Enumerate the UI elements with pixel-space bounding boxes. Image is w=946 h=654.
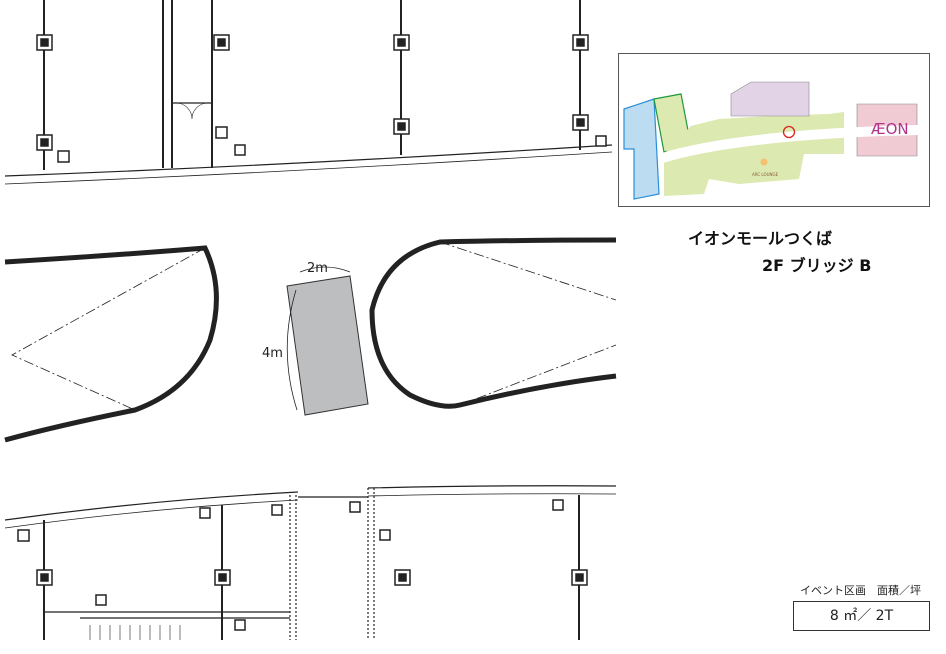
venue-title: イオンモールつくば: [688, 229, 833, 248]
event-area: [286, 275, 369, 416]
bottom-walls: [4, 485, 617, 640]
left-bridge-edge: [4, 245, 219, 443]
right-bridge-edge: [369, 237, 617, 409]
location-minimap: ÆON ARC LOUNGE: [618, 53, 930, 207]
lounge-label: ARC LOUNGE: [752, 172, 779, 177]
columns-bottom: [17, 499, 588, 631]
area-value: 8 ㎡／ 2T: [793, 601, 930, 631]
columns-top: [36, 34, 607, 163]
aeon-logo: ÆON: [871, 120, 909, 138]
depth-dimension: 4m: [262, 346, 283, 361]
top-walls: [4, 0, 613, 185]
location-title: 2F ブリッジ B: [762, 256, 872, 275]
width-dimension: 2m: [307, 261, 328, 276]
area-label: イベント区画 面積／坪: [800, 584, 921, 597]
